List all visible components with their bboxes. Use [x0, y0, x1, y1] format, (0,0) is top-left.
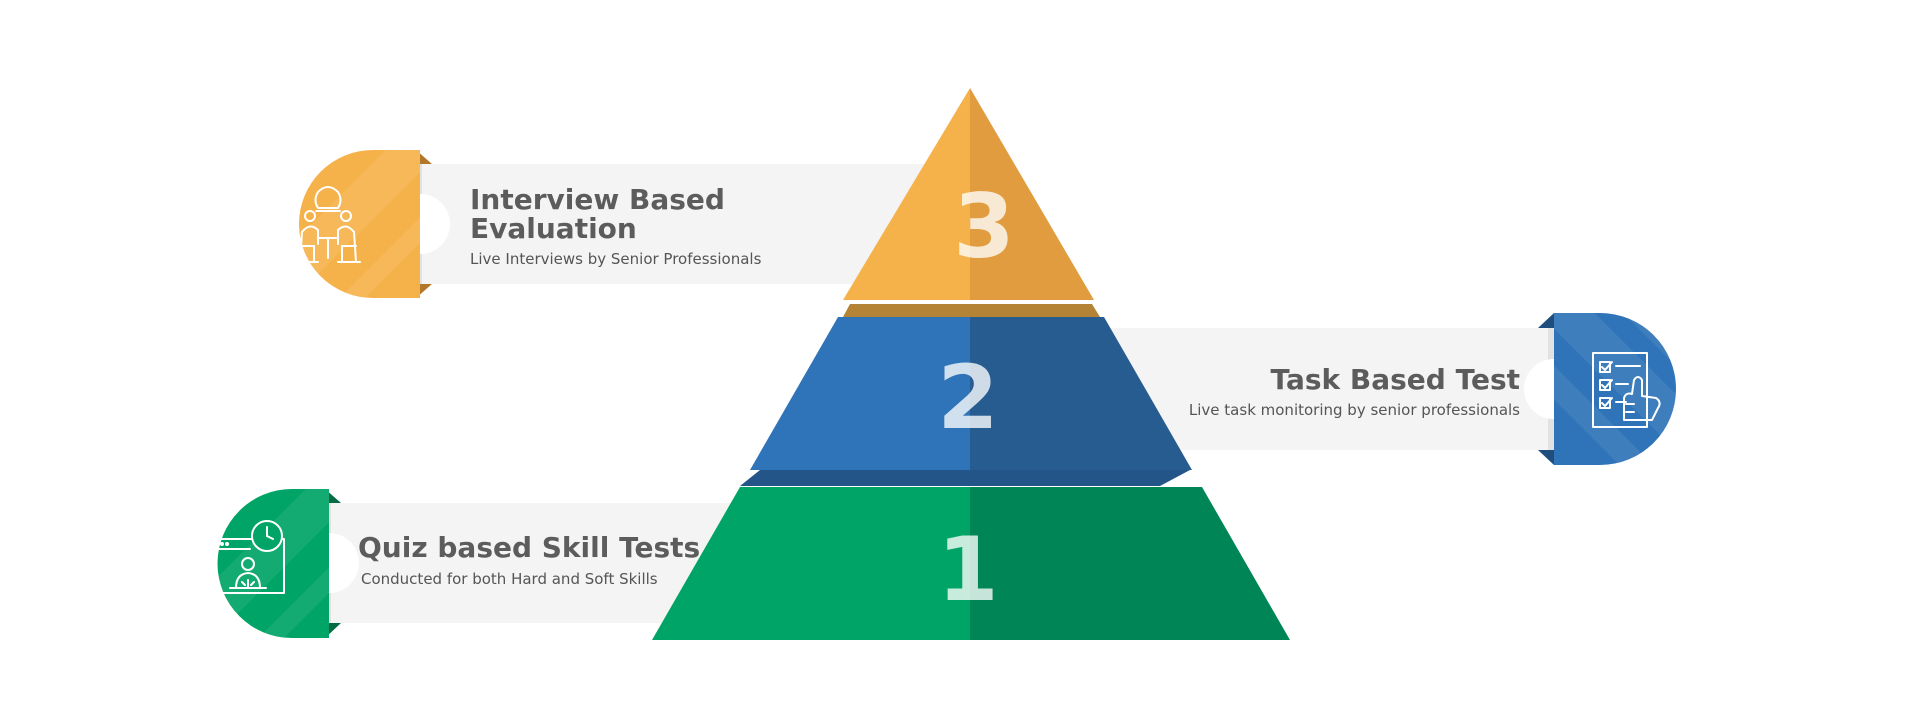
task-card-fold-top — [1538, 313, 1554, 328]
task-card-fold-bottom — [1538, 450, 1554, 465]
pyramid: 1 2 3 — [652, 88, 1290, 640]
pyramid-level-1-number: 1 — [937, 518, 998, 621]
pyramid-level-1: 1 — [652, 470, 1290, 640]
interview-icon — [295, 186, 361, 263]
pyramid-level-2-shadow — [843, 304, 1100, 317]
checklist-icon — [1592, 352, 1661, 428]
pyramid-level-3: 3 — [843, 88, 1094, 300]
interview-subtitle: Live Interviews by Senior Professionals — [470, 250, 762, 268]
pyramid-level-2: 2 — [750, 304, 1192, 470]
interview-title-line1: Interview Based — [470, 183, 725, 216]
quiz-title: Quiz based Skill Tests — [358, 531, 700, 564]
pyramid-level-1-right — [970, 487, 1290, 640]
online-test-icon — [211, 520, 285, 594]
interview-badge-stripes — [299, 150, 420, 298]
quiz-card: Quiz based Skill Tests Conducted for bot… — [211, 489, 769, 638]
pyramid-level-1-shadow — [740, 470, 1190, 486]
pyramid-level-1-left — [652, 487, 970, 640]
interview-card: Interview Based Evaluation Live Intervie… — [295, 150, 940, 298]
interview-title-line2: Evaluation — [470, 212, 637, 245]
quiz-badge — [217, 489, 329, 638]
task-title: Task Based Test — [1270, 363, 1520, 396]
pyramid-level-3-number: 3 — [953, 175, 1014, 278]
pyramid-level-3-left — [843, 88, 970, 300]
task-subtitle: Live task monitoring by senior professio… — [1189, 401, 1520, 419]
quiz-subtitle: Conducted for both Hard and Soft Skills — [361, 570, 658, 588]
pyramid-level-2-number: 2 — [937, 346, 998, 449]
task-card: Task Based Test Live task monitoring by … — [1090, 313, 1676, 465]
pyramid-level-2-right — [970, 317, 1192, 470]
pyramid-level-3-right — [970, 88, 1094, 300]
interview-card-bg — [420, 164, 940, 284]
pyramid-level-2-left — [750, 317, 970, 470]
quiz-badge-stripes — [217, 489, 329, 638]
